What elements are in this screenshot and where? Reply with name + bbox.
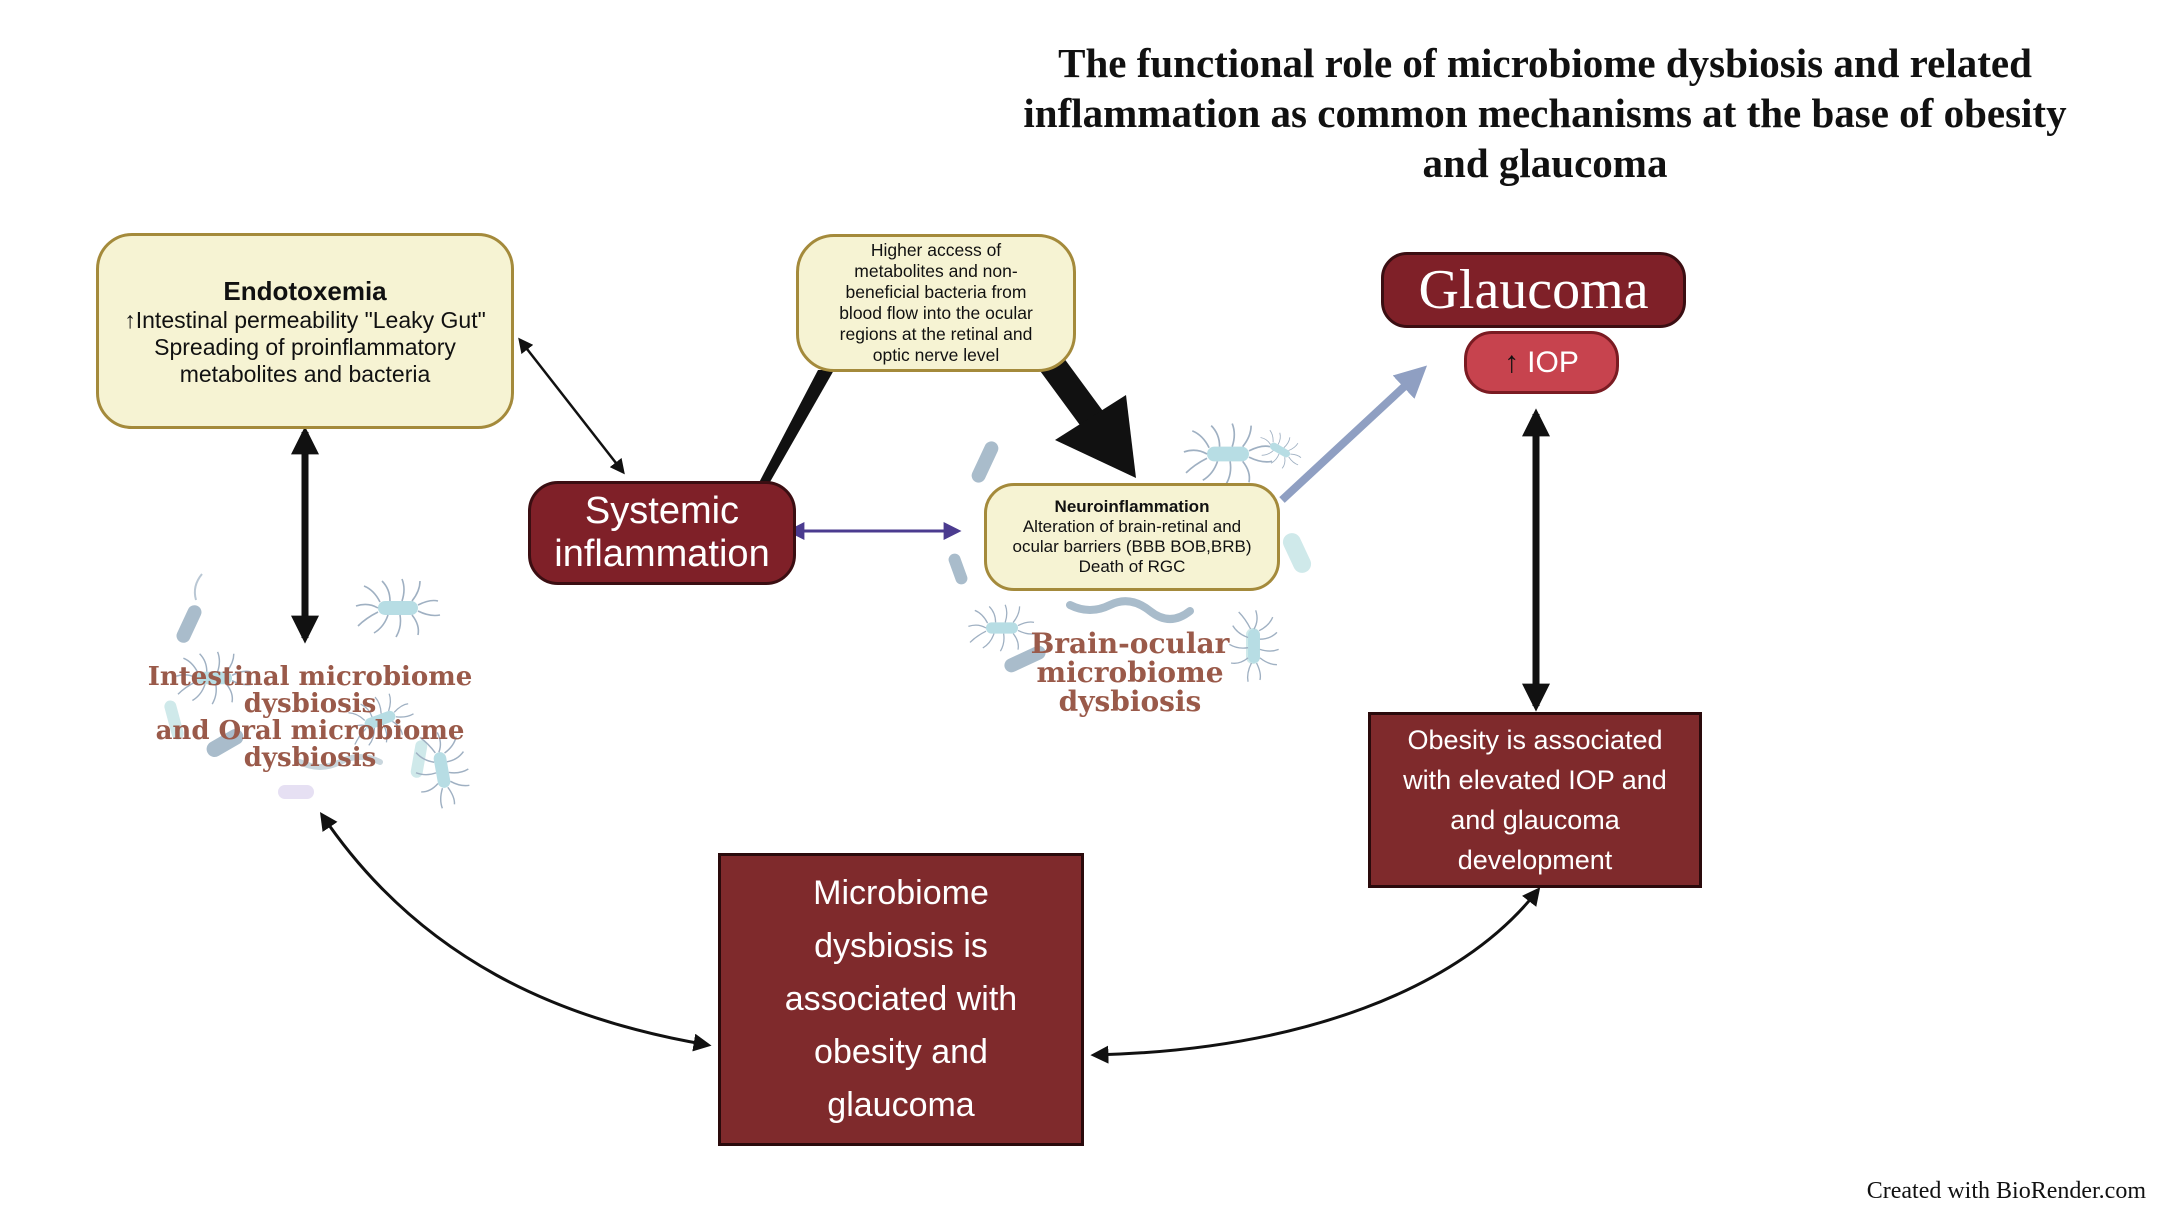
systemic-inflammation-box: Systemic inflammation (528, 481, 796, 585)
label-line: dysbiosis (243, 743, 377, 773)
label-line: dysbiosis (243, 689, 377, 719)
callout-line: beneficial bacteria from (845, 282, 1027, 302)
bacteria-icon (948, 422, 1312, 683)
title-line: inflammation as common mechanisms at the… (1023, 90, 2067, 136)
arrow-neuro-glaucoma (1279, 365, 1428, 503)
title-line: and glaucoma (1422, 140, 1668, 186)
endotoxemia-text: Intestinal permeability "Leaky Gut" (135, 306, 486, 333)
microbiome-dysbiosis-box: Microbiome dysbiosis is associated with … (718, 853, 1084, 1146)
obesity-line: Obesity is associated (1407, 725, 1663, 755)
arrow-microbiome-obesity (1090, 887, 1541, 1064)
microbiome-line: Microbiome (813, 874, 989, 912)
label-line: Intestinal microbiome (147, 662, 473, 692)
diagram-title: The functional role of microbiome dysbio… (930, 38, 2160, 188)
obesity-box: Obesity is associated with elevated IOP … (1368, 712, 1702, 888)
endotoxemia-heading: Endotoxemia (223, 275, 387, 306)
intestinal-dysbiosis-label: Intestinal microbiome dysbiosis and Oral… (100, 664, 520, 772)
callout-line: metabolites and non- (854, 261, 1018, 281)
title-line: The functional role of microbiome dysbio… (1058, 40, 2032, 86)
iop-label: IOP (1527, 345, 1579, 379)
brain-ocular-dysbiosis-label: Brain-ocular microbiome dysbiosis (980, 629, 1280, 716)
neuro-line: Death of RGC (1078, 557, 1186, 576)
callout-tail (752, 370, 834, 496)
up-arrow-icon: ↑ (1504, 345, 1520, 379)
neuro-line: ocular barriers (BBB BOB,BRB) (1012, 537, 1252, 556)
obesity-line: with elevated IOP and (1403, 765, 1667, 795)
arrow-access-neuro (1035, 350, 1136, 478)
up-arrow-icon: ↑ (124, 306, 136, 333)
label-line: microbiome (1036, 656, 1224, 689)
systemic-line: Systemic (584, 490, 740, 532)
label-line: dysbiosis (1058, 685, 1202, 718)
neuroinflammation-box: Neuroinflammation Alteration of brain-re… (984, 483, 1280, 591)
access-callout-box: Higher access of metabolites and non- be… (796, 234, 1076, 372)
endotoxemia-line: ↑Intestinal permeability "Leaky Gut" (124, 307, 486, 334)
label-line: and Oral microbiome (155, 716, 465, 746)
neuro-line: Alteration of brain-retinal and (1022, 517, 1242, 536)
glaucoma-box: Glaucoma (1381, 252, 1686, 328)
microbiome-line: associated with (784, 980, 1018, 1018)
obesity-line: and glaucoma (1450, 805, 1620, 835)
callout-line: blood flow into the ocular (839, 303, 1033, 323)
callout-line: optic nerve level (872, 345, 1000, 365)
callout-line: Higher access of (870, 240, 1002, 260)
callout-line: regions at the retinal and (839, 324, 1033, 344)
arrow-endotoxemia-systemic (518, 337, 625, 475)
endotoxemia-line: metabolites and bacteria (179, 360, 431, 387)
endotoxemia-line: Spreading of proinflammatory (154, 333, 456, 360)
microbiome-line: obesity and (814, 1033, 988, 1071)
biorender-credit: Created with BioRender.com (1866, 1178, 2146, 1204)
bacteria-icon (164, 573, 475, 813)
microbiome-line: dysbiosis is (814, 927, 988, 965)
obesity-line: development (1457, 845, 1613, 875)
iop-badge: ↑ IOP (1464, 331, 1619, 394)
label-line: Brain-ocular (1030, 627, 1230, 660)
neuro-heading: Neuroinflammation (1054, 497, 1210, 516)
arrow-intestinal-microbiome (319, 812, 712, 1052)
systemic-line: inflammation (554, 533, 770, 575)
microbiome-line: glaucoma (827, 1086, 975, 1124)
endotoxemia-box: Endotoxemia ↑Intestinal permeability "Le… (96, 233, 514, 429)
